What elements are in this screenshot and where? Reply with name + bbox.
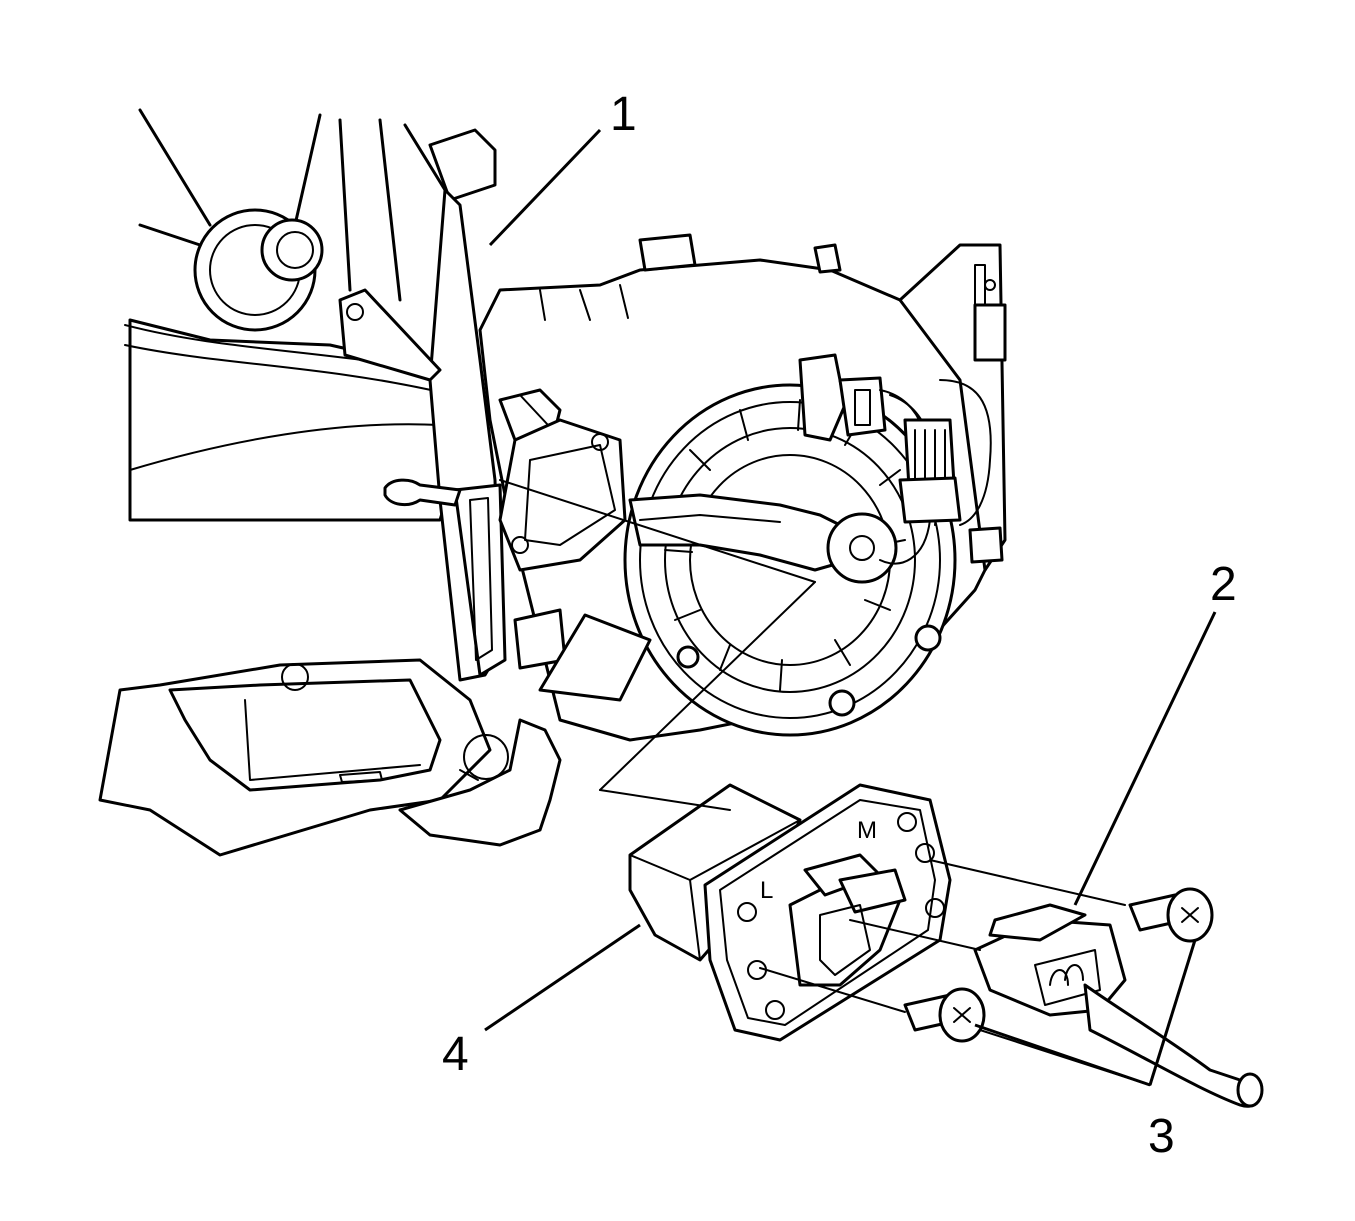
- leader-line-1: [488, 128, 602, 247]
- leader-line-4: [484, 923, 641, 1032]
- screw-lower: [903, 987, 986, 1043]
- blower-motor-housing: [478, 233, 1007, 742]
- electrical-connector: [973, 903, 1264, 1108]
- leader-line-3a: [1148, 939, 1197, 1086]
- callout-1: 1: [610, 88, 637, 141]
- leader-line-3b: [974, 1023, 1151, 1087]
- leader-line-2: [1073, 611, 1217, 906]
- callout-4: 4: [442, 1028, 469, 1081]
- resistor-marking-l: L: [760, 877, 773, 904]
- hvac-module-housing: [98, 108, 562, 857]
- installation-guide-lines: [499, 479, 1151, 1086]
- screw-upper: [1128, 887, 1214, 943]
- blower-motor-resistor: M L: [628, 783, 952, 1042]
- callout-3: 3: [1148, 1110, 1175, 1163]
- callout-2: 2: [1210, 558, 1237, 611]
- resistor-marking-m: M: [857, 817, 877, 844]
